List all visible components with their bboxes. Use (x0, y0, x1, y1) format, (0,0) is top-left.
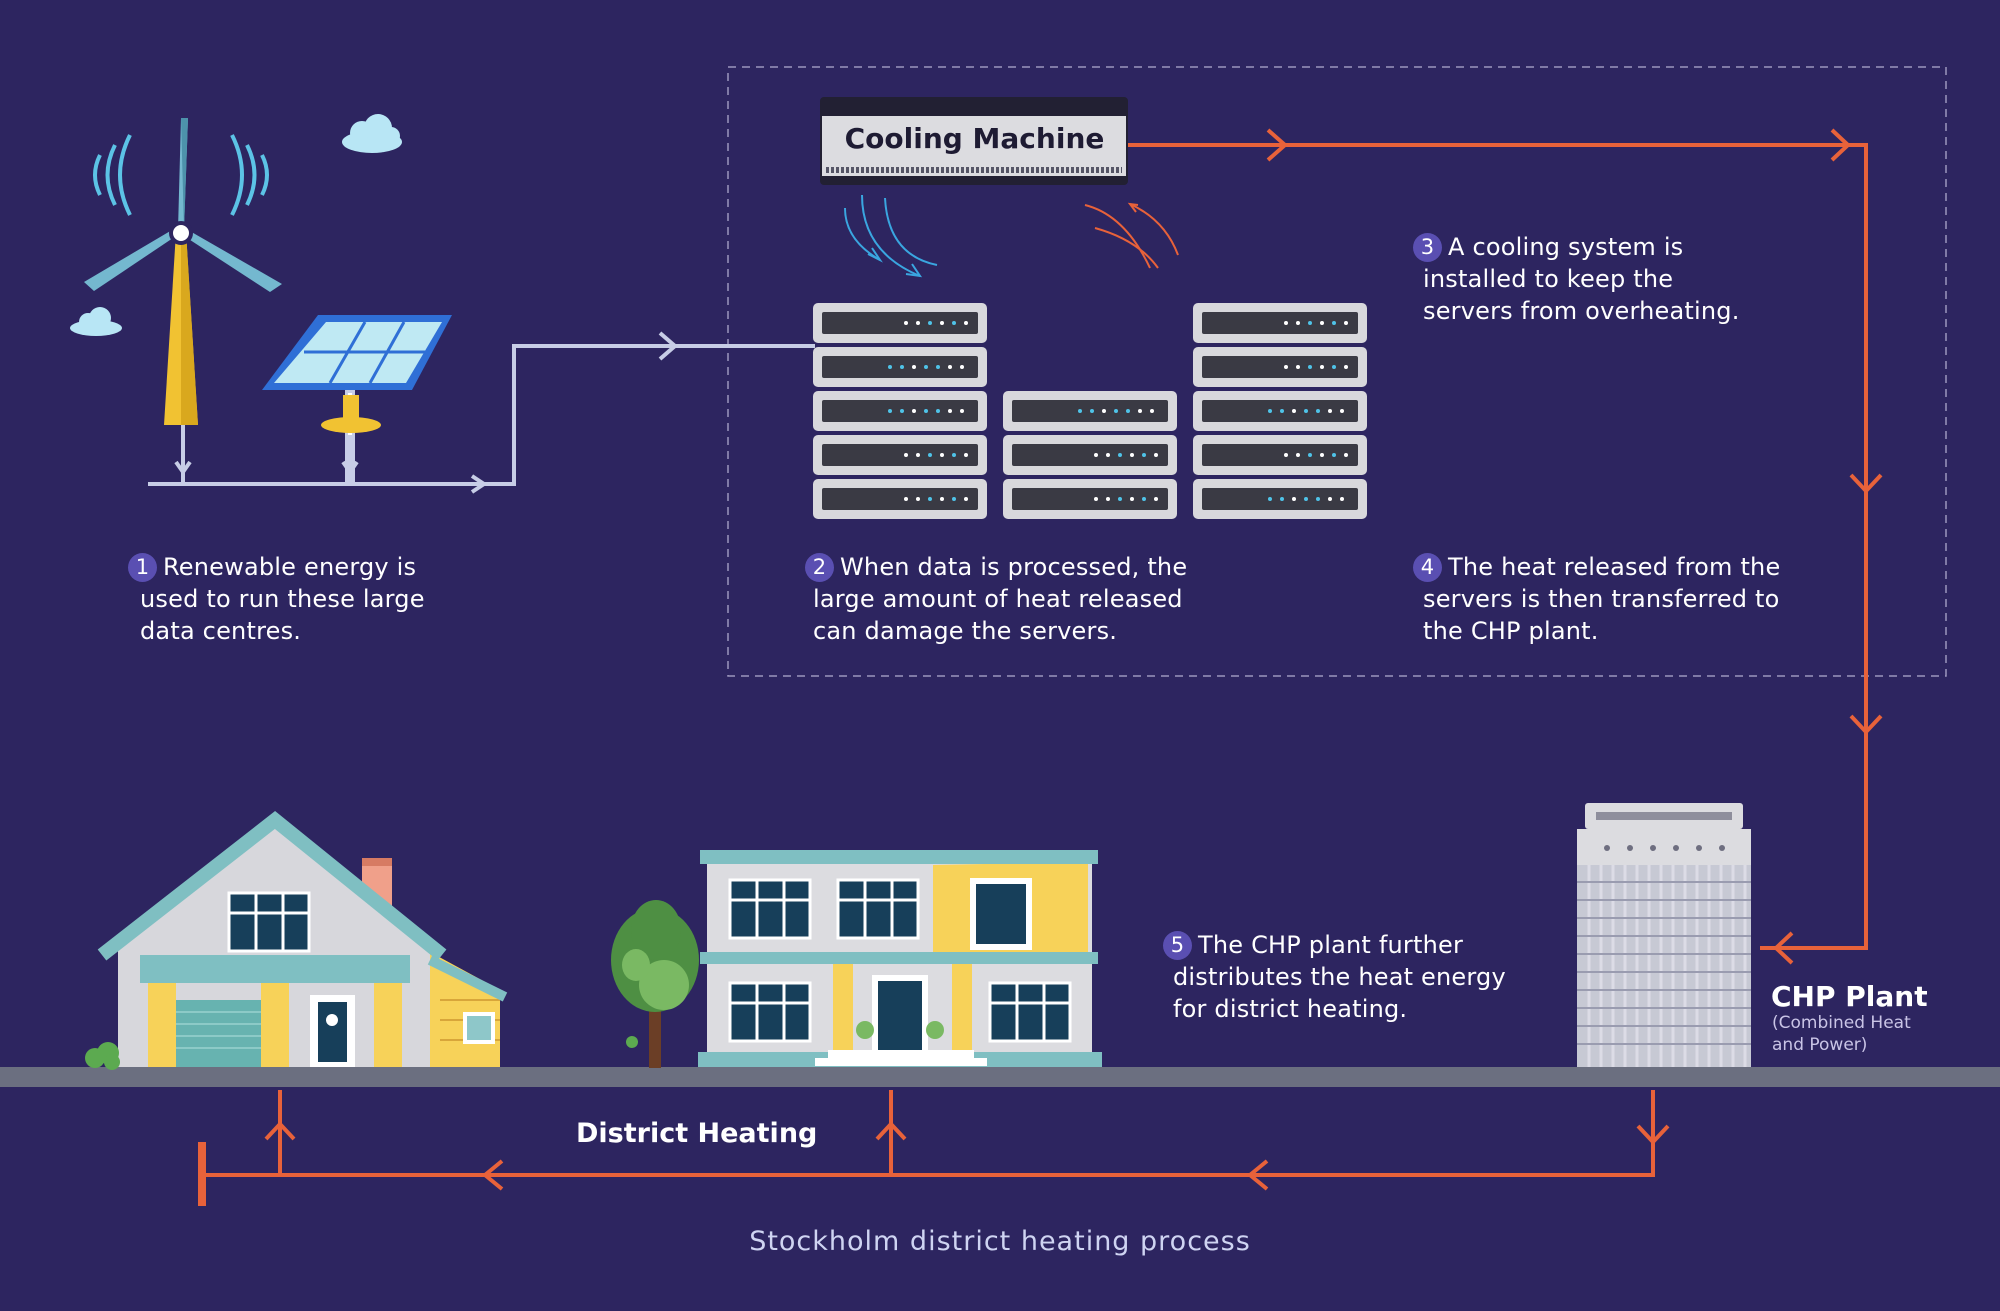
cool-air-flow-icon (844, 194, 938, 278)
house-icon (97, 811, 508, 1067)
data-centre-boundary (727, 66, 1947, 677)
bush-icon (85, 1042, 120, 1070)
caption: Stockholm district heating process (749, 1226, 1251, 1257)
server-rack-icon (1193, 303, 1367, 519)
cooling-machine-icon (820, 97, 1128, 185)
building-icon (698, 850, 1102, 1067)
chp-plant-title: CHP Plant (1771, 980, 1928, 1013)
step-5-badge: 5 (1163, 931, 1192, 960)
cooling-machine-label: Cooling Machine (844, 122, 1105, 155)
district-heating-label: District Heating (576, 1118, 818, 1149)
tree-icon (611, 900, 699, 1068)
warm-air-flow-icon (1084, 202, 1179, 269)
power-line (148, 331, 815, 494)
server-rack-icon (1003, 391, 1177, 519)
step-2-badge: 2 (805, 553, 834, 582)
server-rack-icon (813, 303, 987, 519)
chp-plant-subtitle: (Combined Heat and Power) (1772, 1013, 1911, 1055)
step-4-badge: 4 (1413, 553, 1442, 582)
heat-pipe (200, 128, 1883, 1191)
chp-plant-icon (1577, 803, 1751, 1067)
cloud-icon (342, 114, 402, 153)
ground (0, 1067, 2000, 1087)
cloud-icon (70, 307, 122, 336)
solar-panel-icon (262, 315, 452, 485)
step-3-badge: 3 (1413, 233, 1442, 262)
wind-turbine-icon (84, 118, 282, 425)
step-1-badge: 1 (128, 553, 157, 582)
